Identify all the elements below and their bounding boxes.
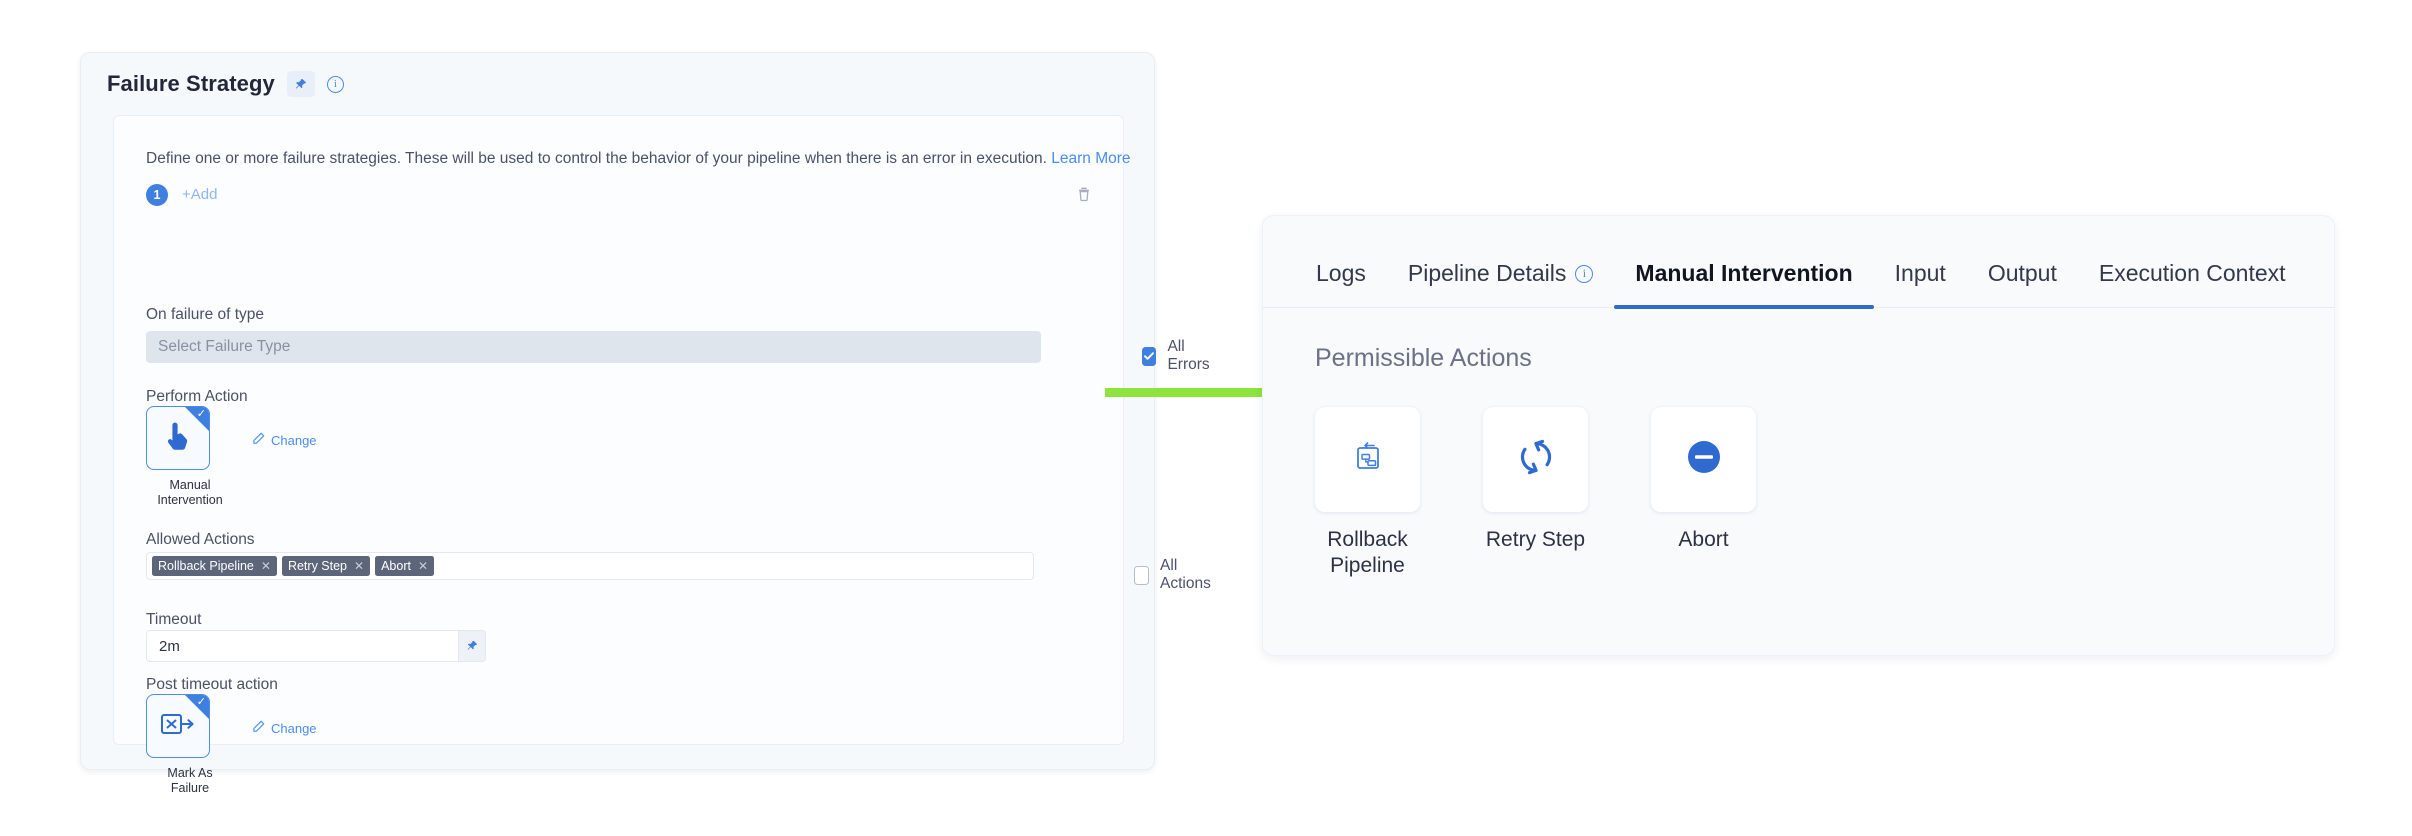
tab-label: Input [1894,260,1946,286]
trash-icon[interactable] [1075,185,1093,203]
action-card[interactable] [1483,407,1588,512]
tab-label: Manual Intervention [1635,260,1853,286]
timeout-field: 2m [146,630,486,662]
label-line-1: Mark As [167,766,213,780]
permissible-actions-title: Permissible Actions [1315,344,1532,372]
hand-pointer-icon [163,420,193,457]
select-failure-type-input[interactable]: Select Failure Type [146,331,1041,363]
action-card[interactable] [1651,407,1756,512]
rollback-pipeline-icon [1346,435,1390,484]
all-actions-checkbox[interactable]: All Actions [1134,557,1215,593]
label-line-2: Pipeline [1330,554,1405,577]
label-line-1: Rollback [1327,528,1408,551]
action-card[interactable] [1315,407,1420,512]
tab-pipeline-details[interactable]: Pipeline Details i [1387,260,1615,307]
manual-intervention-card[interactable]: ✓ [146,406,210,470]
execution-details-panel: Logs Pipeline Details i Manual Intervent… [1262,215,2335,656]
page-title: Failure Strategy [107,71,275,96]
manual-intervention-card-label: Manual Intervention [146,478,234,508]
post-timeout-action-selection: ✓ Mark As Failure [146,694,317,796]
permissible-actions-list: Rollback Pipeline Ret [1263,373,2334,579]
mark-as-failure-icon [160,711,196,742]
mark-as-failure-card[interactable]: ✓ [146,694,210,758]
failure-strategy-panel: Failure Strategy i Define one or more fa… [80,52,1211,795]
permissible-action-abort[interactable]: Abort [1651,407,1756,579]
check-icon: ✓ [196,696,206,708]
close-icon[interactable]: ✕ [260,559,271,573]
pencil-icon [252,720,265,736]
permissible-action-retry-step[interactable]: Retry Step [1483,407,1588,579]
tag-label: Retry Step [287,559,348,573]
change-perform-action-button[interactable]: Change [252,432,317,448]
perform-action-selection: ✓ Manual Intervention Change [146,406,317,508]
change-label: Change [271,720,317,736]
perform-action-label: Perform Action [146,388,248,405]
execution-tabs: Logs Pipeline Details i Manual Intervent… [1263,216,2334,309]
tab-label: Output [1987,260,2057,286]
on-failure-of-type-label: On failure of type [146,306,265,323]
checkbox-box-unchecked[interactable] [1134,565,1150,585]
timeout-input[interactable]: 2m [146,630,459,662]
tab-logs[interactable]: Logs [1295,260,1387,307]
strategy-index-badge[interactable]: 1 [146,184,168,206]
tag-label: Rollback Pipeline [158,559,254,573]
abort-icon [1681,434,1727,485]
failure-strategy-body: Define one or more failure strategies. T… [113,115,1211,795]
label-line-1: Manual [169,478,211,492]
pin-icon[interactable] [459,630,486,662]
action-card-label: Retry Step [1483,527,1588,553]
tab-output[interactable]: Output [1967,260,2078,307]
label-line-2: Intervention [157,493,223,507]
tab-label: Pipeline Details [1407,260,1567,286]
tab-label: Logs [1316,260,1366,286]
all-actions-label: All Actions [1160,557,1211,592]
tag-rollback-pipeline[interactable]: Rollback Pipeline ✕ [152,556,277,576]
learn-more-link[interactable]: Learn More [1051,150,1131,167]
tab-manual-intervention[interactable]: Manual Intervention [1614,260,1874,309]
label-line-2: Failure [170,781,210,795]
pin-icon[interactable] [286,71,315,97]
checkbox-box-checked[interactable] [1142,346,1157,366]
selected-corner [185,407,209,431]
close-icon[interactable]: ✕ [354,559,365,573]
change-label: Change [271,432,317,448]
add-strategy-button[interactable]: +Add [182,186,218,203]
all-errors-checkbox[interactable]: All Errors [1142,338,1214,374]
tag-retry-step[interactable]: Retry Step ✕ [281,556,371,576]
tab-label: Execution Context [2098,260,2286,286]
allowed-actions-input[interactable]: Rollback Pipeline ✕ Retry Step ✕ Abort ✕ [146,552,1034,580]
post-timeout-action-label: Post timeout action [146,676,278,693]
tab-input[interactable]: Input [1874,260,1967,307]
check-icon: ✓ [196,408,206,420]
timeout-label: Timeout [146,611,202,628]
close-icon[interactable]: ✕ [417,559,429,573]
tab-execution-context[interactable]: Execution Context [2078,260,2307,307]
allowed-actions-label: Allowed Actions [146,531,255,548]
mark-as-failure-card-label: Mark As Failure [146,766,234,796]
tag-label: Abort [381,559,411,573]
failure-strategy-header: Failure Strategy i [81,53,1154,105]
permissible-action-rollback-pipeline[interactable]: Rollback Pipeline [1315,407,1420,579]
all-errors-label: All Errors [1167,338,1210,373]
pencil-icon [252,432,265,448]
tag-abort[interactable]: Abort ✕ [375,556,435,576]
label-line-1: Retry Step [1485,528,1586,551]
failure-strategy-description: Define one or more failure strategies. T… [146,150,1131,168]
retry-step-icon [1512,433,1560,486]
action-card-label: Rollback Pipeline [1315,527,1420,579]
strategy-add-row: 1 +Add [146,182,1093,212]
description-text: Define one or more failure strategies. T… [146,150,1047,167]
action-card-label: Abort [1651,527,1756,553]
selected-corner [185,695,209,719]
info-icon[interactable]: i [326,75,344,93]
label-line-1: Abort [1678,528,1729,551]
info-icon[interactable]: i [1575,264,1594,283]
change-post-timeout-action-button[interactable]: Change [252,720,317,736]
